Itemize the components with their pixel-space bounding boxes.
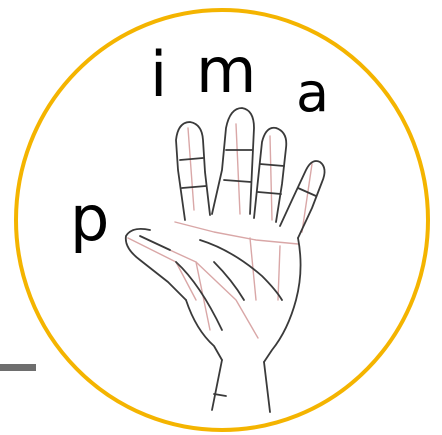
index-label-i: i <box>150 44 167 106</box>
middle-label-m: m <box>196 40 256 102</box>
thumb-label-p: p <box>70 188 109 250</box>
ring-label-a: a <box>296 66 329 120</box>
left-dash <box>0 364 36 371</box>
hand-drawing-icon <box>126 108 325 412</box>
